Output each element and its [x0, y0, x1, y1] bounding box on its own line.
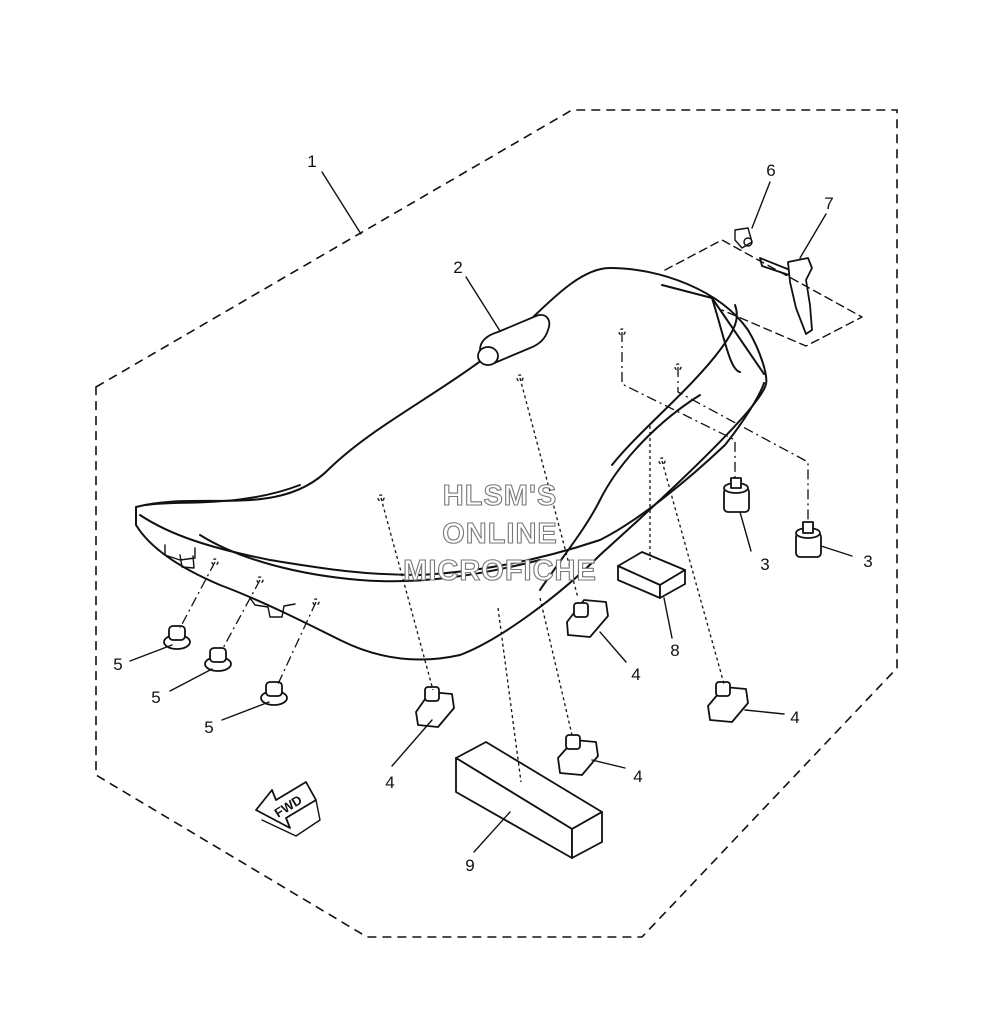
assembly-boundary — [95, 109, 898, 938]
callout-5: 5 — [113, 655, 122, 674]
part-4-damper-c — [557, 734, 599, 776]
callout-numbers: 1 2 3 3 4 4 4 4 5 5 5 6 7 8 9 — [113, 152, 872, 875]
part-3-damper-a — [723, 477, 750, 513]
part-5-grommet-b — [204, 647, 232, 672]
callout-4: 4 — [790, 708, 799, 727]
watermark-line-3: MICROFICHE — [403, 555, 597, 587]
watermark-line-2: ONLINE — [442, 518, 558, 550]
seat-front-bracket — [164, 544, 196, 561]
callout-8: 8 — [670, 641, 679, 660]
seat-top-surface — [135, 267, 768, 661]
seat-bottom-edge — [539, 394, 701, 591]
seat-rear-panel — [711, 297, 741, 373]
callout-9: 9 — [465, 856, 474, 875]
seat-hook-bracket — [249, 597, 296, 618]
part-3-damper-b — [795, 521, 822, 558]
seat-side-seam — [139, 382, 765, 576]
callout-4: 4 — [385, 773, 394, 792]
part-5-grommet-c — [260, 681, 288, 706]
callout-5: 5 — [204, 718, 213, 737]
part-4-damper-b — [415, 686, 455, 728]
callout-3: 3 — [863, 552, 872, 571]
lock-area-dashed-box — [664, 239, 863, 347]
watermark-line-1: HLSM'S — [443, 480, 557, 512]
fwd-direction-arrow: FWD — [255, 781, 321, 837]
callout-4: 4 — [631, 665, 640, 684]
callout-1: 1 — [307, 152, 316, 171]
part-8-pad — [617, 551, 686, 599]
callout-4: 4 — [633, 767, 642, 786]
callout-6: 6 — [766, 161, 775, 180]
seat-step-line — [611, 304, 738, 466]
part-4-damper-a — [566, 599, 609, 638]
callout-5: 5 — [151, 688, 160, 707]
part-9-block — [455, 741, 603, 859]
part-5-grommet-a — [163, 625, 191, 650]
assembly-guide-lines — [179, 332, 809, 783]
part-7-hook — [759, 257, 813, 335]
watermark: HLSM'S ONLINE MICROFICHE — [403, 479, 597, 587]
callout-2: 2 — [453, 258, 462, 277]
seat-front-bracket-tab — [179, 554, 195, 569]
leader-lines — [129, 171, 853, 853]
part-2-label-roll — [477, 314, 551, 366]
callout-3: 3 — [760, 555, 769, 574]
callout-7: 7 — [824, 194, 833, 213]
seat-panel-line — [199, 534, 541, 583]
seat-assembly — [135, 267, 768, 661]
seat-front-curve — [145, 484, 301, 506]
part-4-damper-d — [707, 681, 749, 723]
part-6-lock — [734, 227, 753, 249]
mounting-holes — [211, 328, 682, 606]
